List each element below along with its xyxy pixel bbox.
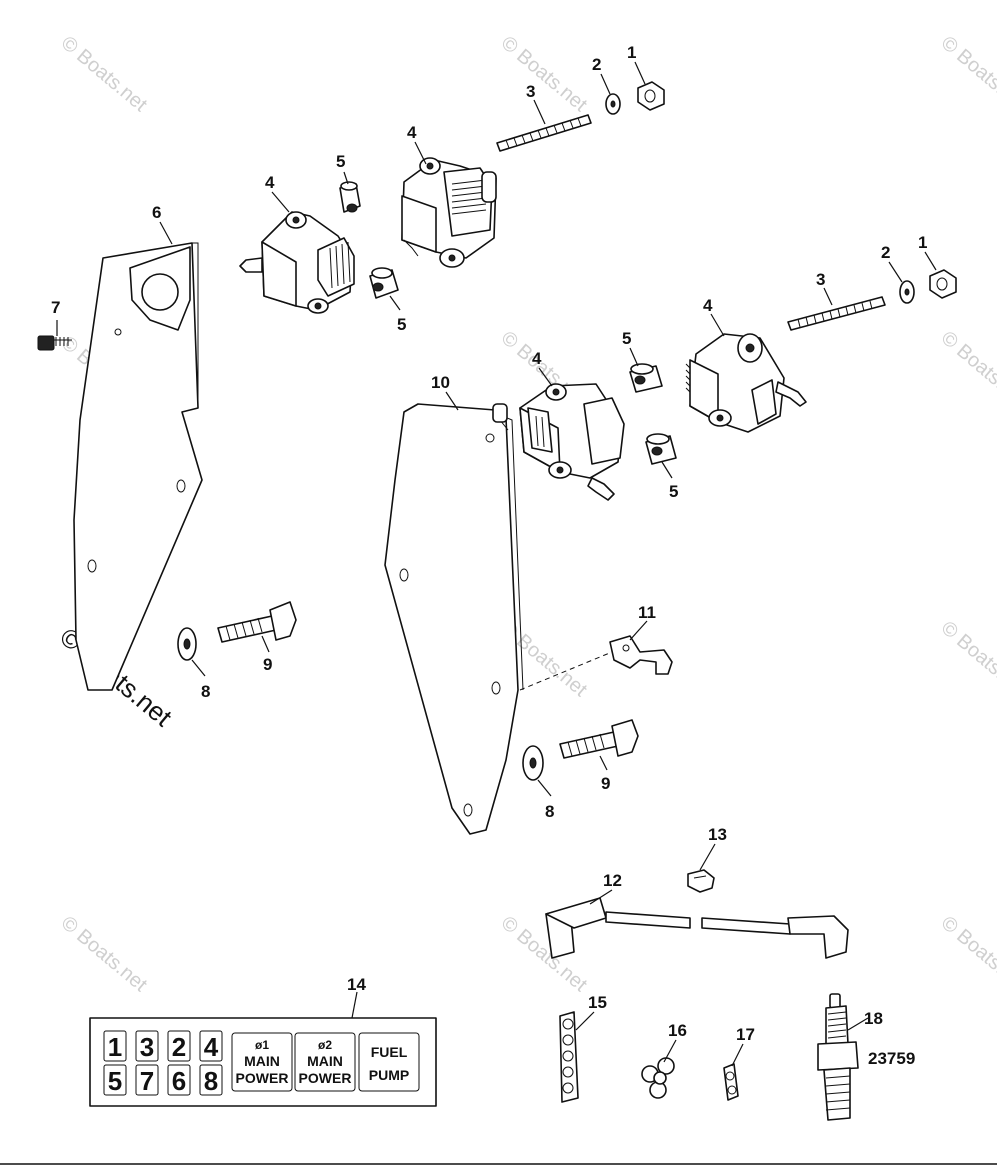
watermarks: © Boats.net © Boats.net © Boats.net © Bo…	[57, 32, 997, 996]
callout-6: 6	[152, 203, 161, 222]
watermark-faint: © Boats.net	[57, 32, 152, 116]
bolt	[559, 719, 639, 759]
ignition-coil	[239, 211, 355, 314]
wire-separator	[559, 1011, 579, 1103]
callout-9: 9	[263, 655, 272, 674]
alignment-line	[519, 651, 613, 691]
callout-numbers: 1 2 3 4 5 4 5 6 7 1 2 3 4 5 4 5 10 8 9 1…	[51, 43, 927, 1044]
screw	[37, 335, 72, 351]
figure-number: 23759	[868, 1049, 915, 1068]
callout-13: 13	[708, 825, 727, 844]
spacer	[645, 433, 677, 465]
ignition-coil	[519, 383, 625, 501]
callout-1: 1	[627, 43, 636, 62]
callout-5: 5	[336, 152, 345, 171]
ignition-coil	[685, 333, 807, 433]
callout-2: 2	[881, 243, 890, 262]
spacer	[369, 267, 399, 299]
bolt	[217, 601, 297, 643]
callout-4: 4	[703, 296, 713, 315]
callout-1: 1	[918, 233, 927, 252]
watermark-faint: © Boats.net	[937, 617, 997, 701]
watermark-faint: © Boats.net	[937, 32, 997, 116]
decal-number: 3	[140, 1032, 154, 1062]
callout-14: 14	[347, 975, 366, 994]
decal-main1-bot: POWER	[236, 1070, 289, 1086]
watermark-faint: © Boats.net	[497, 32, 592, 116]
callout-16: 16	[668, 1021, 687, 1040]
nut	[637, 81, 665, 111]
decal-number: 7	[140, 1066, 154, 1096]
decal-number-grid: 1 3 2 4 5 7 6 8	[103, 1030, 223, 1096]
ignition-coil	[401, 157, 497, 268]
stud	[787, 296, 886, 331]
spark-plug	[817, 993, 859, 1121]
callout-4: 4	[407, 123, 417, 142]
decal-number: 4	[204, 1032, 219, 1062]
washer	[177, 627, 197, 661]
callout-8: 8	[545, 802, 554, 821]
callout-5: 5	[622, 329, 631, 348]
callout-4: 4	[265, 173, 275, 192]
spark-plug-wire	[545, 897, 849, 959]
leader-lines	[56, 61, 937, 1067]
decal: 1 3 2 4 5 7 6 8 ø1 MAIN POWER ø2 MAIN PO…	[89, 1017, 437, 1107]
callout-12: 12	[603, 871, 622, 890]
callout-15: 15	[588, 993, 607, 1012]
decal-main2-top: ø2	[318, 1038, 332, 1052]
callout-2: 2	[592, 55, 601, 74]
decal-fuel-top: FUEL	[371, 1044, 408, 1060]
decal-number: 5	[108, 1066, 122, 1096]
bracket-plate-left	[73, 242, 203, 691]
decal-main1-top: ø1	[255, 1038, 269, 1052]
callout-8: 8	[201, 682, 210, 701]
stud	[496, 114, 592, 152]
callout-18: 18	[864, 1009, 883, 1028]
washer	[605, 93, 621, 115]
callout-9: 9	[601, 774, 610, 793]
callout-4: 4	[532, 349, 542, 368]
wire-separator-small	[641, 1057, 675, 1099]
callout-3: 3	[526, 82, 535, 101]
callout-17: 17	[736, 1025, 755, 1044]
decal-main2-bot: POWER	[299, 1070, 352, 1086]
callout-10: 10	[431, 373, 450, 392]
spacer	[629, 363, 663, 393]
callout-3: 3	[816, 270, 825, 289]
decal-number: 1	[108, 1032, 122, 1062]
watermark-faint: © Boats.net	[937, 912, 997, 996]
decal-number: 2	[172, 1032, 186, 1062]
wire-clip	[687, 869, 715, 893]
callout-5: 5	[669, 482, 678, 501]
decal-number: 8	[204, 1066, 218, 1096]
decal-fuel-bot: PUMP	[369, 1067, 409, 1083]
nut	[929, 269, 957, 299]
callout-11: 11	[638, 603, 656, 622]
bracket-plate-right	[384, 403, 524, 835]
decal-main2-mid: MAIN	[307, 1053, 343, 1069]
decal-number: 6	[172, 1066, 186, 1096]
retainer-clip	[723, 1063, 739, 1101]
decal-main1-mid: MAIN	[244, 1053, 280, 1069]
callout-7: 7	[51, 298, 60, 317]
washer	[522, 745, 544, 781]
clip	[609, 635, 673, 675]
callout-5: 5	[397, 315, 406, 334]
spacer	[339, 181, 361, 213]
washer	[899, 280, 915, 304]
watermark-faint: © Boats.net	[937, 327, 997, 411]
watermark-faint: © Boats.net	[57, 912, 152, 996]
